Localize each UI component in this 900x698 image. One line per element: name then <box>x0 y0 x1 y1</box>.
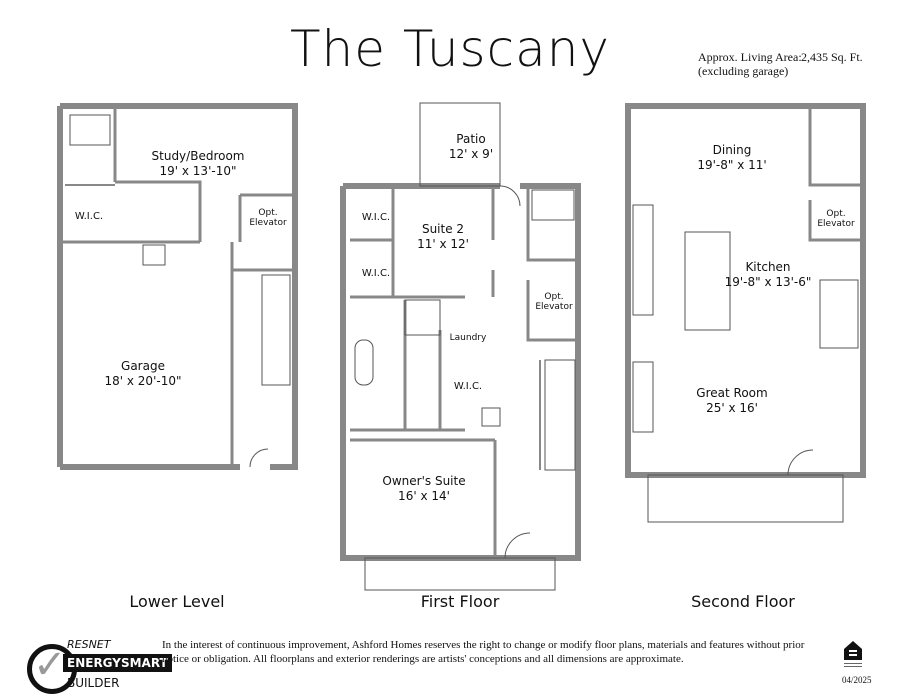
room-opt-elevator: Opt. Elevator <box>817 209 855 229</box>
fireplace <box>632 361 654 433</box>
lower-stairs <box>261 274 291 386</box>
revision-date: 04/2025 <box>842 675 872 685</box>
door-swing <box>787 449 814 476</box>
logo-resnet: RESNET <box>67 638 111 651</box>
plan-title: The Tuscany <box>290 20 610 78</box>
living-area-note: (excluding garage) <box>698 64 789 78</box>
logo-builder: BUILDER <box>67 676 120 690</box>
logo-energysmart: ENERGYSMART <box>63 654 172 672</box>
room-dims: 18' x 20'-10" <box>104 374 182 388</box>
disclaimer: In the interest of continuous improvemen… <box>162 639 805 665</box>
room-name: Great Room <box>696 386 768 400</box>
room-name: Study/Bedroom <box>151 149 245 163</box>
room-wic: W.I.C. <box>74 211 104 222</box>
room-name: Dining <box>712 143 752 157</box>
level-label-first: First Floor <box>420 592 500 611</box>
level-label-lower: Lower Level <box>129 592 225 611</box>
living-area-label: Approx. Living Area: <box>698 50 802 64</box>
patio-outline <box>419 102 501 187</box>
first-deck <box>364 557 556 591</box>
fixtures <box>69 102 859 591</box>
living-area: Approx. Living Area: (excluding garage) … <box>698 50 863 78</box>
second-stairs <box>819 279 859 349</box>
room-name: Garage <box>121 359 165 373</box>
equal-housing-icon <box>844 641 862 667</box>
second-deck <box>647 474 844 523</box>
level-label-second: Second Floor <box>691 592 795 611</box>
room-opt-elevator: Opt. Elevator <box>249 208 287 228</box>
room-dims: 19' x 13'-10" <box>159 164 237 178</box>
lower-outer-walls <box>60 103 298 470</box>
room-name: Suite 2 <box>421 222 465 236</box>
tub-2 <box>531 189 575 221</box>
room-dims: 25' x 16' <box>706 401 758 415</box>
room-wic: W.I.C. <box>361 212 391 223</box>
room-laundry: Laundry <box>449 333 487 343</box>
room-dims: 12' x 9' <box>448 147 494 161</box>
first-stairs <box>544 359 576 471</box>
checkmark-icon: ✓ <box>33 642 67 688</box>
living-area-value: 2,435 Sq. Ft. <box>801 50 863 64</box>
kitchen-island <box>684 231 731 331</box>
room-name: Kitchen <box>745 260 791 274</box>
elevator-box <box>481 407 501 427</box>
second-outer-walls <box>625 103 866 478</box>
energysmart-logo: ✓ RESNET ENERGYSMART BUILDER <box>25 638 172 694</box>
room-wic: W.I.C. <box>361 268 391 279</box>
tub <box>69 114 111 146</box>
counter <box>632 204 654 316</box>
lower-shower <box>142 244 166 266</box>
room-opt-elevator: Opt. Elevator <box>535 292 573 312</box>
shower <box>404 299 441 336</box>
room-dims: 19'-8" x 13'-6" <box>724 275 812 289</box>
room-dims: 11' x 12' <box>417 237 469 251</box>
room-dims: 16' x 14' <box>398 489 450 503</box>
room-name: Patio <box>456 132 486 146</box>
room-name: Owner's Suite <box>382 474 466 488</box>
room-dims: 19'-8" x 11' <box>697 158 767 172</box>
room-wic: W.I.C. <box>453 381 483 392</box>
soaking-tub <box>354 339 374 386</box>
